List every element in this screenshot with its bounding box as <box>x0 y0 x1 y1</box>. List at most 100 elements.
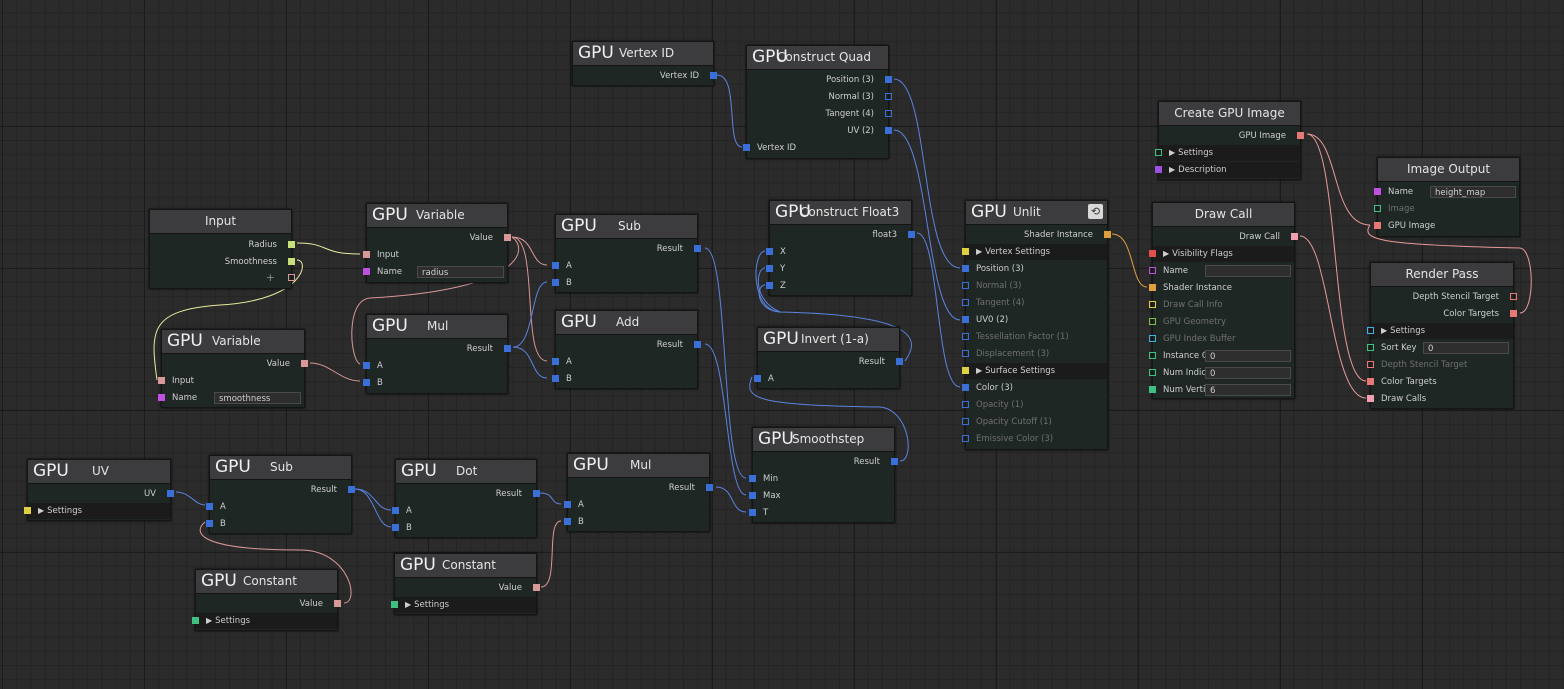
uv-port[interactable] <box>167 490 174 497</box>
draw-call-info-port[interactable] <box>1149 301 1156 308</box>
vertex-settings-port[interactable] <box>962 248 969 255</box>
surface-settings-port[interactable] <box>962 367 969 374</box>
create-gpu-image-node[interactable]: Create GPU Image GPU Image ▶Settings ▶De… <box>1155 101 1304 180</box>
description-port[interactable] <box>1155 166 1162 173</box>
vertex-settings-label[interactable]: ▶Vertex Settings <box>976 244 1050 260</box>
displacement-port[interactable] <box>962 350 969 357</box>
tangent-port[interactable] <box>962 299 969 306</box>
settings-label[interactable]: ▶Settings <box>1381 323 1425 339</box>
name-field[interactable]: radius <box>417 266 504 278</box>
emissive-port[interactable] <box>962 435 969 442</box>
t-port[interactable] <box>749 509 756 516</box>
expand-triangle-icon[interactable]: ▶ <box>38 506 45 515</box>
num-indices-field[interactable]: 0 <box>1205 367 1291 379</box>
expand-triangle-icon[interactable]: ▶ <box>1381 326 1388 335</box>
opacity-cutoff-port[interactable] <box>962 418 969 425</box>
y-port[interactable] <box>766 265 773 272</box>
name-field[interactable]: smoothness <box>214 392 301 404</box>
image-port[interactable] <box>1374 205 1381 212</box>
draw-call-port[interactable] <box>1291 233 1298 240</box>
gpu-index-buffer-port[interactable] <box>1149 335 1156 342</box>
a-port[interactable] <box>754 375 761 382</box>
node-header[interactable]: Create GPU Image <box>1159 102 1300 126</box>
sort-key-port[interactable] <box>1367 344 1374 351</box>
result-port[interactable] <box>504 345 511 352</box>
name-port[interactable] <box>1374 188 1381 195</box>
a-port[interactable] <box>552 262 559 269</box>
result-port[interactable] <box>348 486 355 493</box>
opacity-port[interactable] <box>962 401 969 408</box>
x-port[interactable] <box>766 248 773 255</box>
position-port[interactable] <box>962 265 969 272</box>
settings-label[interactable]: ▶Settings <box>405 597 449 613</box>
shader-instance-port[interactable] <box>1104 231 1111 238</box>
node-header[interactable]: Draw Call <box>1153 203 1294 227</box>
result-port[interactable] <box>694 341 701 348</box>
result-port[interactable] <box>706 484 713 491</box>
expand-triangle-icon[interactable]: ▶ <box>1169 165 1176 174</box>
value-port[interactable] <box>533 584 540 591</box>
a-port[interactable] <box>564 501 571 508</box>
expand-triangle-icon[interactable]: ▶ <box>206 616 213 625</box>
b-port[interactable] <box>552 279 559 286</box>
gpu-geometry-port[interactable] <box>1149 318 1156 325</box>
expand-triangle-icon[interactable]: ▶ <box>1169 148 1176 157</box>
expand-triangle-icon[interactable]: ▶ <box>1163 249 1170 258</box>
input-node[interactable]: Input Radius Smoothness + <box>149 209 295 289</box>
normal-port[interactable] <box>962 282 969 289</box>
add-input-button[interactable]: + <box>265 271 275 284</box>
settings-port[interactable] <box>24 507 31 514</box>
value-port[interactable] <box>504 234 511 241</box>
shader-instance-port[interactable] <box>1149 284 1156 291</box>
min-port[interactable] <box>749 475 756 482</box>
color-targets-in-port[interactable] <box>1367 378 1374 385</box>
gpu-image-port[interactable] <box>1297 132 1304 139</box>
result-port[interactable] <box>891 458 898 465</box>
uv0-port[interactable] <box>962 316 969 323</box>
visibility-label[interactable]: ▶Visibility Flags <box>1163 246 1233 262</box>
instance-count-port[interactable] <box>1149 352 1156 359</box>
settings-port[interactable] <box>391 601 398 608</box>
instance-count-field[interactable]: 0 <box>1205 350 1291 362</box>
uv-port[interactable] <box>885 127 892 134</box>
node-header[interactable]: Image Output <box>1378 158 1519 182</box>
name-port[interactable] <box>158 394 165 401</box>
name-port[interactable] <box>1149 267 1156 274</box>
sort-key-field[interactable]: 0 <box>1423 342 1509 354</box>
num-vertices-port[interactable] <box>1149 386 1156 393</box>
num-indices-port[interactable] <box>1149 369 1156 376</box>
name-port[interactable] <box>363 268 370 275</box>
settings-label[interactable]: ▶Settings <box>38 503 82 519</box>
radius-port[interactable] <box>288 241 295 248</box>
a-port[interactable] <box>392 507 399 514</box>
input-port[interactable] <box>158 377 165 384</box>
b-port[interactable] <box>552 375 559 382</box>
value-port[interactable] <box>301 360 308 367</box>
expand-triangle-icon[interactable]: ▶ <box>976 366 983 375</box>
settings-port[interactable] <box>192 617 199 624</box>
render-pass-node[interactable]: Render Pass Depth Stencil Target Color T… <box>1367 262 1517 409</box>
